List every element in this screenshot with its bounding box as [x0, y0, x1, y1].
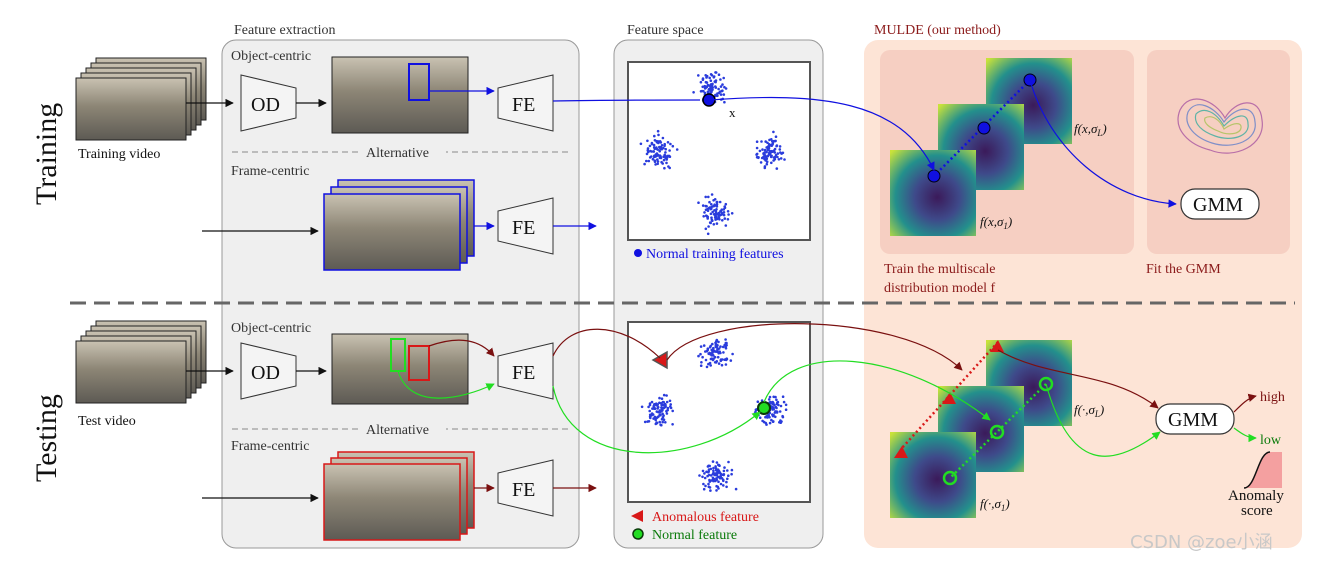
- x-label: x: [729, 105, 736, 120]
- od-block-test: [240, 342, 297, 400]
- frame-centric-label-test: Frame-centric: [231, 439, 310, 454]
- alternative-label-train: Alternative: [366, 146, 429, 161]
- detection-box-blue: [408, 63, 430, 101]
- feature-space-title: Feature space: [627, 23, 704, 38]
- gmm-box-test: [1155, 403, 1235, 435]
- frame-centric-label-train: Frame-centric: [231, 164, 310, 179]
- anomaly-label: Anomaly: [1228, 488, 1284, 504]
- object-frame-train: [331, 56, 469, 134]
- legend-anomalous: Anomalous feature: [652, 510, 759, 525]
- score-label: score: [1241, 503, 1273, 519]
- fit-gmm-caption: Fit the GMM: [1146, 262, 1221, 277]
- od-block-train: [240, 74, 297, 132]
- heatmap-stack-test: [890, 340, 1072, 518]
- fe-block-train-frame: [497, 197, 554, 255]
- gmm-label-train: GMM: [1193, 194, 1243, 216]
- high-label: high: [1260, 390, 1285, 405]
- low-label: low: [1260, 433, 1282, 448]
- f-x-sigma-1: f(x,σ1): [980, 214, 1012, 231]
- legend-normal-training-dot: [634, 249, 642, 257]
- test-video-stack: [75, 320, 207, 404]
- f-dot-sigma-L: f(·,σL): [1074, 402, 1104, 419]
- fe-label-test-obj: FE: [512, 362, 535, 384]
- f-x-sigma-L: f(x,σL): [1074, 121, 1107, 138]
- method-title: MULDE (our method): [874, 23, 1001, 38]
- detection-box-red: [408, 345, 430, 381]
- train-model-caption-1: Train the multiscale: [884, 262, 995, 277]
- training-row-label: Training: [30, 103, 63, 205]
- test-video-label: Test video: [78, 414, 136, 429]
- legend-normal-marker: [632, 528, 644, 540]
- gmm-label-test: GMM: [1168, 409, 1218, 431]
- od-label-train: OD: [251, 94, 280, 116]
- training-video-label: Training video: [78, 147, 160, 162]
- legend-anomalous-marker: [631, 510, 643, 522]
- gmm-contour-icon: [1177, 98, 1263, 154]
- training-video-stack: [75, 57, 207, 141]
- fe-block-test-frame: [497, 459, 554, 517]
- legend-normal-training: Normal training features: [646, 247, 784, 262]
- testing-row-label: Testing: [30, 394, 63, 482]
- fe-block-train-obj: [497, 74, 554, 132]
- feature-extraction-title: Feature extraction: [234, 23, 335, 38]
- object-frame-test: [331, 333, 469, 405]
- alternative-label-test: Alternative: [366, 423, 429, 438]
- legend-normal: Normal feature: [652, 528, 737, 543]
- gmm-box-train: [1180, 188, 1260, 220]
- feature-extraction-panel: [221, 39, 580, 549]
- od-label-test: OD: [251, 362, 280, 384]
- fe-label-train-obj: FE: [512, 94, 535, 116]
- frame-stack-test: [323, 451, 475, 541]
- object-centric-label-test: Object-centric: [231, 321, 311, 336]
- cluster-group-train: [639, 71, 786, 236]
- f-dot-sigma-1: f(·,σ1): [980, 496, 1010, 513]
- fe-label-test-frame: FE: [512, 479, 535, 501]
- watermark: CSDN @zoe小涵: [1130, 532, 1273, 553]
- fe-label-train-frame: FE: [512, 217, 535, 239]
- anomaly-score-curve-icon: [1243, 451, 1271, 489]
- frame-stack-train: [323, 179, 475, 271]
- object-centric-label-train: Object-centric: [231, 49, 311, 64]
- train-model-caption-2: distribution model f: [884, 281, 996, 296]
- fe-block-test-obj: [497, 342, 554, 400]
